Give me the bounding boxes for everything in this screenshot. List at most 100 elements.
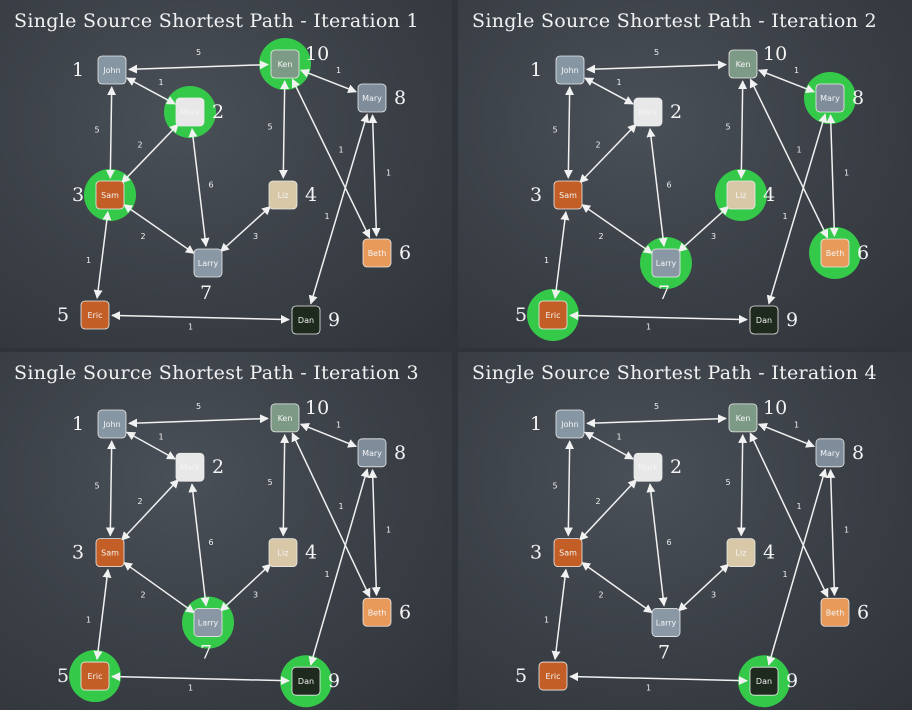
- node-label: Dan: [298, 316, 314, 325]
- edge-john-sam: [105, 86, 117, 179]
- edge-weight: 2: [140, 232, 145, 241]
- edge-john-mark: [584, 77, 634, 105]
- edge-ken-mary: [757, 68, 816, 94]
- node-box: [268, 180, 298, 210]
- edge-weight: 5: [196, 48, 201, 57]
- node-number: 8: [852, 442, 864, 464]
- node-label: Larry: [656, 259, 677, 268]
- node-box: [357, 83, 387, 113]
- edge-mary-beth: [368, 468, 381, 597]
- node-number: 4: [305, 184, 317, 206]
- node-number: 4: [763, 184, 775, 206]
- node-box: [815, 438, 845, 468]
- node-box: [749, 666, 779, 696]
- node-number: 7: [658, 282, 670, 304]
- node-label: Mark: [180, 108, 200, 117]
- node-number: 2: [670, 101, 682, 123]
- node-label: Larry: [198, 619, 219, 628]
- edge-weight: 3: [711, 591, 716, 600]
- edge-weight: 1: [544, 615, 549, 624]
- node-number: 4: [305, 542, 317, 564]
- node-box: [357, 438, 387, 468]
- node-mary[interactable]: Mary 8: [815, 438, 864, 468]
- node-larry[interactable]: Larry 7: [651, 248, 681, 304]
- panel-title: Single Source Shortest Path - Iteration …: [472, 10, 877, 32]
- node-number: 2: [670, 456, 682, 478]
- node-box: [553, 538, 583, 568]
- edge-weight: 3: [711, 232, 716, 241]
- edge-weight: 1: [188, 684, 193, 693]
- node-label: Dan: [756, 677, 772, 686]
- node-label: Eric: [546, 672, 561, 681]
- node-label: Mary: [820, 449, 840, 458]
- node-label: Larry: [198, 259, 219, 268]
- edge-weight: 2: [137, 497, 142, 506]
- edge-weight: 1: [158, 433, 163, 442]
- edge-eric-dan: [111, 311, 290, 324]
- node-label: Liz: [278, 191, 289, 200]
- node-label: Mary: [820, 94, 840, 103]
- node-number: 5: [57, 304, 69, 326]
- edge-eric-dan: [569, 311, 748, 324]
- node-label: Ken: [278, 414, 293, 423]
- node-box: [268, 538, 298, 568]
- node-label: Sam: [101, 191, 119, 200]
- edge-mark-sam: [579, 478, 637, 541]
- edge-john-ken: [128, 414, 269, 428]
- edge-weight: 1: [844, 526, 849, 535]
- edge-weight: 1: [616, 433, 621, 442]
- edge-weight: 1: [646, 684, 651, 693]
- node-number: 10: [305, 43, 329, 65]
- edge-liz-larry: [677, 205, 730, 253]
- node-number: 9: [328, 670, 340, 692]
- node-number: 10: [763, 397, 787, 419]
- node-liz[interactable]: Liz 4: [268, 180, 317, 210]
- node-label: John: [102, 66, 120, 75]
- edge-weight: 2: [140, 591, 145, 600]
- node-number: 10: [763, 43, 787, 65]
- node-number: 3: [530, 542, 542, 564]
- node-label: Beth: [368, 249, 387, 258]
- edge-john-sam: [105, 440, 117, 537]
- edge-mary-dan: [766, 468, 828, 666]
